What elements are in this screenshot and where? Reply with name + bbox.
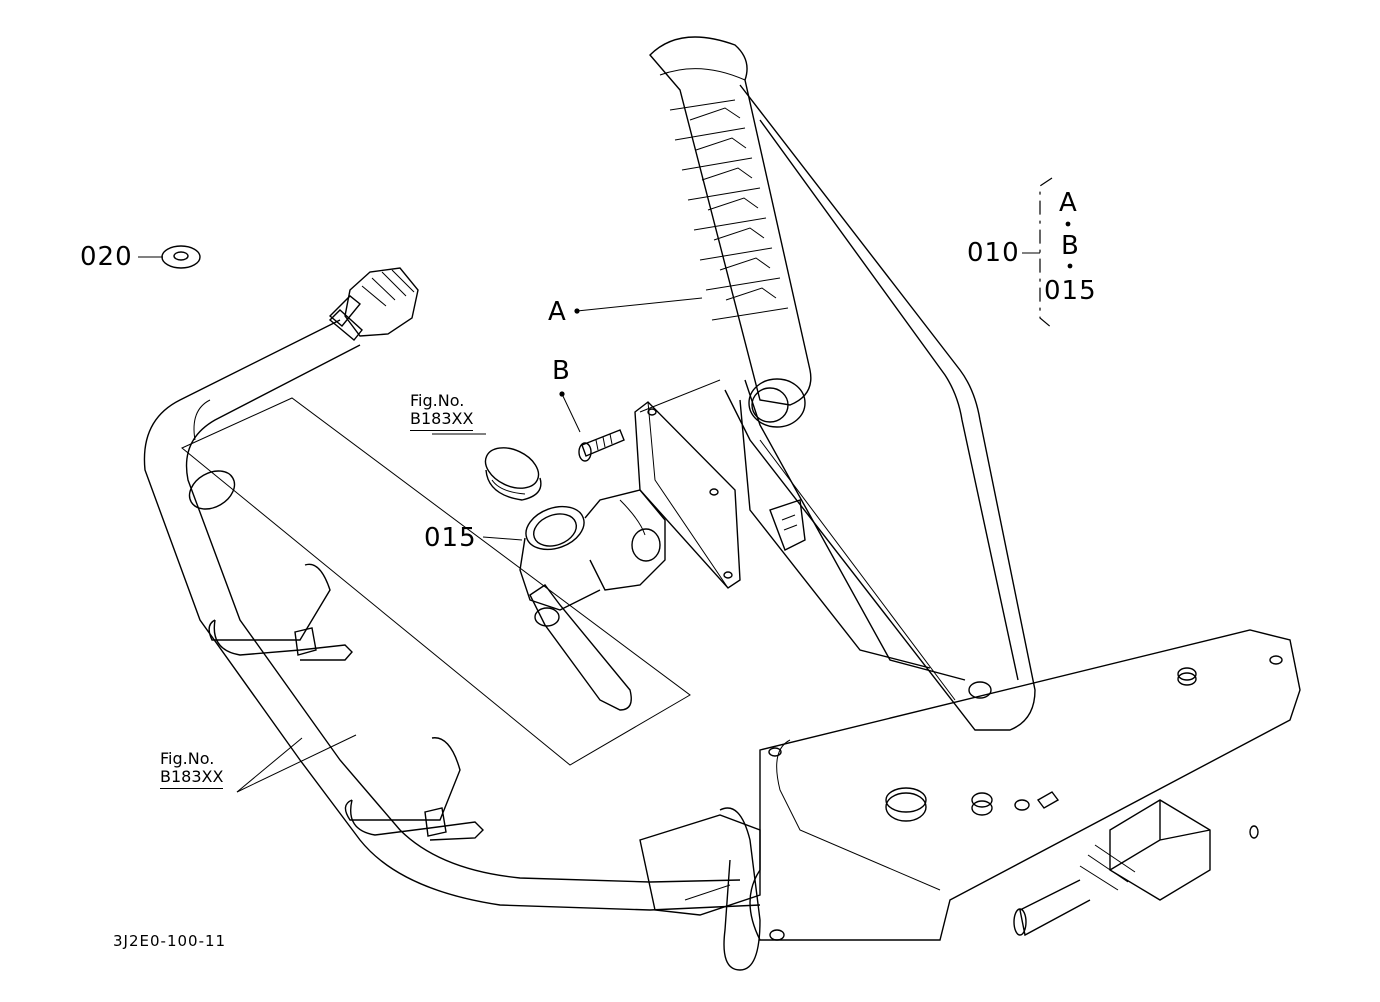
callout-a[interactable]: A <box>548 297 567 327</box>
group-item-015: 015 <box>1044 276 1097 306</box>
detail-box <box>181 397 691 766</box>
leader-line-b <box>561 393 581 433</box>
handle-lever[interactable] <box>649 36 1036 731</box>
figure-ref-label: Fig.No. <box>410 391 465 410</box>
diagram-code: 3J2E0-100-11 <box>113 932 227 950</box>
group-item-a: A <box>1059 188 1078 218</box>
mounting-plate[interactable] <box>749 629 1301 941</box>
leader-dot-a <box>574 308 580 314</box>
leader-line-015 <box>482 536 523 541</box>
bracket-dot <box>1067 263 1073 269</box>
figure-ref-number: B183XX <box>160 768 224 789</box>
bolt-icon[interactable] <box>578 429 625 462</box>
cable-tie-icon[interactable] <box>344 737 484 841</box>
callout-b[interactable]: B <box>552 356 571 386</box>
fig-ref-leader <box>236 737 303 793</box>
callout-020[interactable]: 020 <box>80 242 133 272</box>
washer-icon[interactable] <box>161 245 201 269</box>
figure-ref-upper[interactable]: Fig.No. B183XX <box>410 391 474 431</box>
leader-dot-b <box>559 391 565 397</box>
callout-010[interactable]: 010 <box>967 238 1020 268</box>
figure-ref-label: Fig.No. <box>160 749 215 768</box>
callout-015[interactable]: 015 <box>424 523 477 553</box>
clamp-icon[interactable] <box>519 489 666 711</box>
figure-ref-lower[interactable]: Fig.No. B183XX <box>160 749 224 789</box>
bracket-dot <box>1065 221 1071 227</box>
tube-ring <box>188 470 236 510</box>
bolt-icon[interactable] <box>885 667 1197 822</box>
fig-ref-leader <box>236 734 357 793</box>
cable-tie-icon[interactable] <box>208 563 353 661</box>
tube-clamp[interactable] <box>639 807 785 971</box>
leader-line-a <box>576 297 703 312</box>
cap-icon[interactable] <box>479 440 545 501</box>
handle-frame[interactable] <box>143 319 761 911</box>
group-item-b: B <box>1061 231 1080 261</box>
connector-icon[interactable] <box>1013 799 1211 937</box>
grip-icon[interactable] <box>328 267 419 341</box>
figure-ref-number: B183XX <box>410 410 474 431</box>
group-bracket <box>1039 177 1053 329</box>
leader-line-plate <box>639 379 721 413</box>
